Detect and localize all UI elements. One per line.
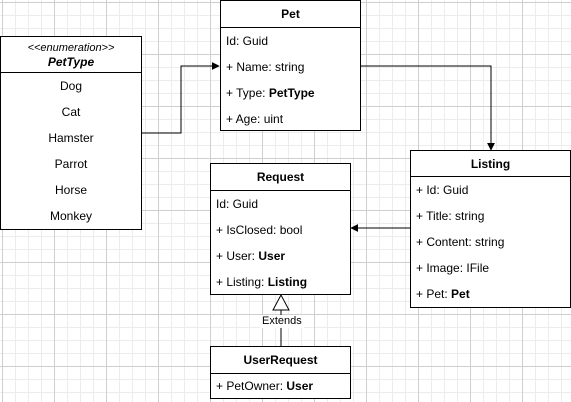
pet-header: Pet xyxy=(221,1,360,28)
pettype-to-pet-connector xyxy=(142,62,220,134)
pet-class-box[interactable]: Pet Id: Guid + Name: string + Type: PetT… xyxy=(220,0,361,131)
listing-class-box[interactable]: Listing + Id: Guid + Title: string + Con… xyxy=(410,150,571,308)
class-field: + Listing: Listing xyxy=(216,275,308,289)
pet-to-listing-connector xyxy=(361,65,495,151)
enum-value: Monkey xyxy=(49,209,93,223)
request-header: Request xyxy=(211,164,350,191)
class-field: + IsClosed: bool xyxy=(216,223,303,237)
pettype-title: PetType xyxy=(47,54,95,69)
class-field: + User: User xyxy=(216,249,286,263)
enum-value: Hamster xyxy=(48,131,94,145)
listing-header: Listing xyxy=(411,151,570,177)
class-field: Id: Guid xyxy=(226,34,269,48)
class-field: + Image: IFile xyxy=(416,261,490,275)
class-field: + Content: string xyxy=(416,235,505,249)
userrequest-header: UserRequest xyxy=(211,347,350,374)
class-field: + PetOwner: User xyxy=(216,379,314,393)
class-field: + Pet: Pet xyxy=(416,287,470,301)
userrequest-class-box[interactable]: UserRequest + PetOwner: User xyxy=(210,346,351,399)
pettype-stereotype: <<enumeration>> xyxy=(27,41,115,54)
enum-value: Dog xyxy=(59,79,82,93)
class-field: + Title: string xyxy=(416,209,485,223)
class-field: + Age: uint xyxy=(226,112,284,126)
enum-value: Parrot xyxy=(54,157,88,171)
pettype-header: <<enumeration>> PetType xyxy=(1,37,141,73)
class-field: + Name: string xyxy=(226,60,305,74)
class-field: + Id: Guid xyxy=(416,183,469,197)
request-class-box[interactable]: Request Id: Guid + IsClosed: bool + User… xyxy=(210,163,351,295)
class-field: + Type: PetType xyxy=(226,86,315,100)
class-field: Id: Guid xyxy=(216,197,259,211)
pettype-enum-box[interactable]: <<enumeration>> PetType Dog Cat Hamster … xyxy=(0,36,142,230)
enum-value: Horse xyxy=(54,183,87,197)
enum-value: Cat xyxy=(61,105,81,119)
extends-arrowhead xyxy=(272,293,290,311)
extends-label: Extends xyxy=(260,315,304,328)
